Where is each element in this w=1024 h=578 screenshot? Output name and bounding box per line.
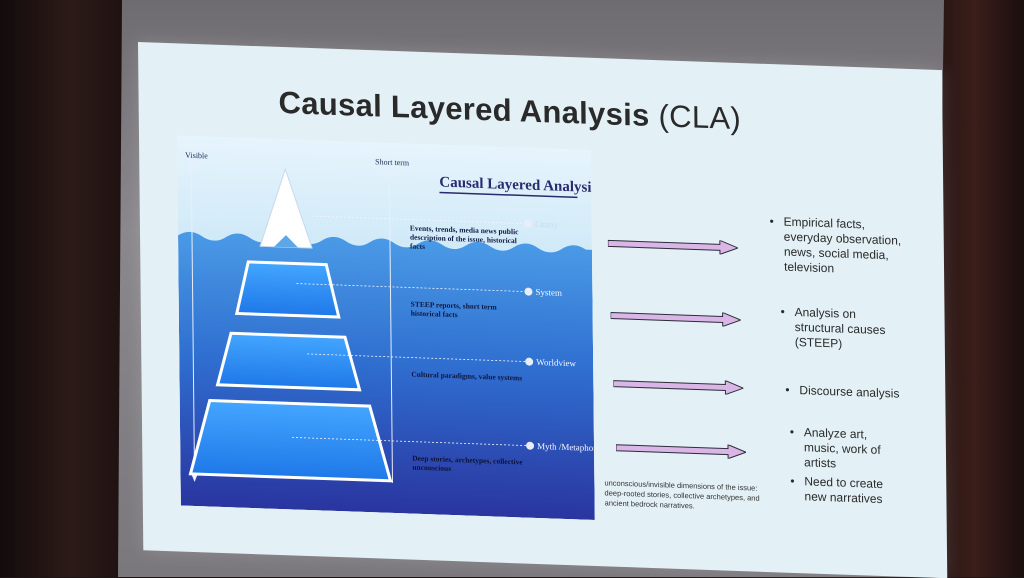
- time-axis-line: [388, 172, 394, 483]
- bullet-item: Analysis on structural causes (STEEP): [780, 304, 900, 353]
- bullet-item: Need to create new narratives: [790, 474, 900, 508]
- visible-axis-line: [190, 165, 196, 477]
- level-desc-worldview-box: Cultural paradigms, value systems: [411, 370, 522, 383]
- level-desc-litany: Events, trends, media news public descri…: [409, 223, 519, 252]
- bullet-item: Empirical facts, everyday observation, n…: [770, 214, 911, 279]
- bullet-item: Discourse analysis: [785, 383, 925, 403]
- marker-worldview: [525, 357, 534, 366]
- layer-worldview: [215, 331, 362, 392]
- slide-title-abbr: (CLA): [658, 98, 742, 137]
- bullet-group-myth: Analyze art, music, work of artists Need…: [790, 425, 901, 512]
- level-desc-myth-box: Deep stories, archetypes, collective unc…: [412, 453, 523, 473]
- connector-system: [296, 283, 525, 292]
- iceberg-figure: Visible Short term Causal Layered Analys…: [176, 135, 595, 520]
- visible-axis-arrow-icon: [187, 159, 196, 171]
- layer-myth: [188, 398, 393, 483]
- level-label-worldview: Worldview: [536, 357, 576, 368]
- curtain-left: [0, 0, 140, 577]
- marker-myth: [526, 441, 535, 450]
- marker-litany: [523, 219, 532, 228]
- bullet-group-worldview: Discourse analysis: [785, 383, 925, 407]
- bullet-group-litany: Empirical facts, everyday observation, n…: [770, 214, 911, 283]
- level-desc-litany-box: Events, trends, media news public descri…: [409, 223, 519, 252]
- connector-myth: [292, 437, 527, 446]
- level-label-system: System: [535, 287, 562, 298]
- level-label-litany: Litany: [535, 219, 559, 230]
- figure-heading-underline: [439, 191, 578, 199]
- footnote: unconscious/invisible dimensions of the …: [604, 478, 760, 511]
- level-desc-myth: Deep stories, archetypes, collective unc…: [412, 453, 523, 473]
- slide-title: Causal Layered Analysis (CLA): [278, 85, 741, 137]
- bullet-item: Analyze art, music, work of artists: [790, 425, 900, 474]
- presentation-slide: Causal Layered Analysis (CLA): [138, 42, 948, 578]
- connector-worldview: [307, 353, 526, 362]
- iceberg-tip-shade: [274, 235, 299, 248]
- marker-system: [524, 287, 533, 296]
- axis-label-visible: Visible: [185, 151, 208, 161]
- axis-label-short-term: Short term: [375, 157, 410, 167]
- slide-title-main: Causal Layered Analysis: [278, 84, 650, 133]
- time-axis-arrow-icon: [385, 166, 394, 177]
- arrow-icon-system: [610, 311, 741, 328]
- bullet-group-system: Analysis on structural causes (STEEP): [780, 304, 901, 357]
- arrow-icon-litany: [607, 239, 738, 255]
- layer-system: [234, 260, 341, 319]
- iceberg-diagram: Visible Short term Causal Layered Analys…: [176, 135, 595, 520]
- figure-heading: Causal Layered Analysis: [439, 175, 595, 197]
- level-desc-system-box: STEEP reports, short term historical fac…: [410, 299, 497, 320]
- level-desc-system: STEEP reports, short term historical fac…: [410, 299, 497, 320]
- connector-litany: [311, 215, 524, 224]
- arrow-icon-myth: [615, 443, 747, 460]
- level-label-myth: Myth /Metaphor: [537, 441, 595, 453]
- arrow-icon-worldview: [613, 379, 744, 396]
